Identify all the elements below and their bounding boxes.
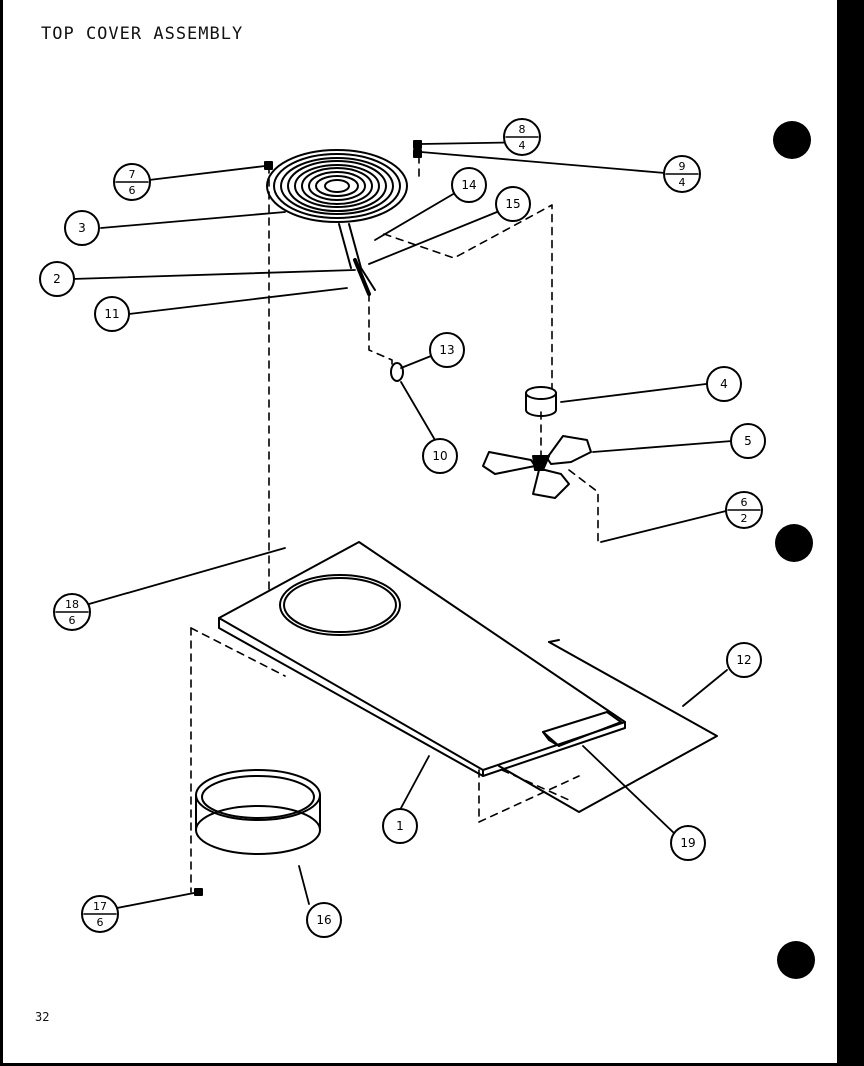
fitting-7 bbox=[264, 161, 273, 170]
callout-1-circle bbox=[382, 808, 418, 844]
page-number: 32 bbox=[35, 1010, 50, 1024]
motor-part bbox=[525, 386, 557, 417]
callout-1-label: 1 bbox=[396, 819, 404, 833]
callout-14-label: 14 bbox=[461, 178, 476, 192]
bracket-part bbox=[353, 258, 376, 296]
callout-18-6-top: 18 bbox=[65, 598, 79, 611]
callout-9-4-top: 9 bbox=[679, 160, 686, 173]
top-cover-part bbox=[218, 541, 626, 777]
callout-9-4-bottom: 4 bbox=[679, 176, 686, 189]
page-title: TOP COVER ASSEMBLY bbox=[41, 24, 244, 44]
callout-16-circle bbox=[306, 902, 342, 938]
callout-3-label: 3 bbox=[78, 221, 86, 235]
binder-hole-bottom bbox=[777, 941, 815, 979]
callout-5-circle bbox=[730, 423, 766, 459]
callout-12-label: 12 bbox=[736, 653, 751, 667]
exploded-parts-diagram: 3 2 11 14 15 13 10 4 5 12 1 19 16 7 6 8 … bbox=[39, 118, 815, 979]
callout-2-label: 2 bbox=[53, 272, 61, 286]
callout-6-2-top: 6 bbox=[741, 496, 748, 509]
fan-blade-part bbox=[482, 435, 592, 499]
coil-part bbox=[266, 149, 408, 269]
ring-part bbox=[195, 769, 321, 855]
callout-18-6-bottom: 6 bbox=[69, 614, 76, 627]
callout-2-circle bbox=[39, 261, 75, 297]
callout-3-circle bbox=[64, 210, 100, 246]
callout-13-label: 13 bbox=[439, 343, 454, 357]
fraction-bars bbox=[55, 136, 761, 915]
callout-4-label: 4 bbox=[720, 377, 728, 391]
plate-part bbox=[498, 639, 718, 813]
callout-15-label: 15 bbox=[505, 197, 520, 211]
callout-13-circle bbox=[429, 332, 465, 368]
capacitor-part bbox=[390, 362, 404, 382]
callout-5-label: 5 bbox=[744, 434, 752, 448]
callout-11-circle bbox=[94, 296, 130, 332]
assembly-lines bbox=[190, 155, 599, 893]
callout-19-label: 19 bbox=[680, 836, 695, 850]
callout-7-6-top: 7 bbox=[129, 168, 136, 181]
callout-19-circle bbox=[670, 825, 706, 861]
binder-hole-top bbox=[773, 121, 811, 159]
callout-16-label: 16 bbox=[316, 913, 331, 927]
fitting-8 bbox=[413, 140, 422, 149]
callout-10-label: 10 bbox=[432, 449, 447, 463]
callout-14-circle bbox=[451, 167, 487, 203]
callout-12-circle bbox=[726, 642, 762, 678]
callout-11-label: 11 bbox=[104, 307, 119, 321]
diagram-sheet: TOP COVER ASSEMBLY bbox=[3, 0, 837, 1063]
leader-lines bbox=[71, 141, 733, 909]
callout-7-6-bottom: 6 bbox=[129, 184, 136, 197]
callout-4-circle bbox=[706, 366, 742, 402]
callout-17-6-top: 17 bbox=[93, 900, 107, 913]
small-plate-part bbox=[542, 711, 622, 747]
callout-17-6-bottom: 6 bbox=[97, 916, 104, 929]
callout-6-2-bottom: 2 bbox=[741, 512, 748, 525]
callout-15-circle bbox=[495, 186, 531, 222]
fitting-9 bbox=[413, 149, 422, 158]
binder-hole-middle bbox=[775, 524, 813, 562]
callout-8-4-top: 8 bbox=[519, 123, 526, 136]
callout-8-4-bottom: 4 bbox=[519, 139, 526, 152]
callout-10-circle bbox=[422, 438, 458, 474]
